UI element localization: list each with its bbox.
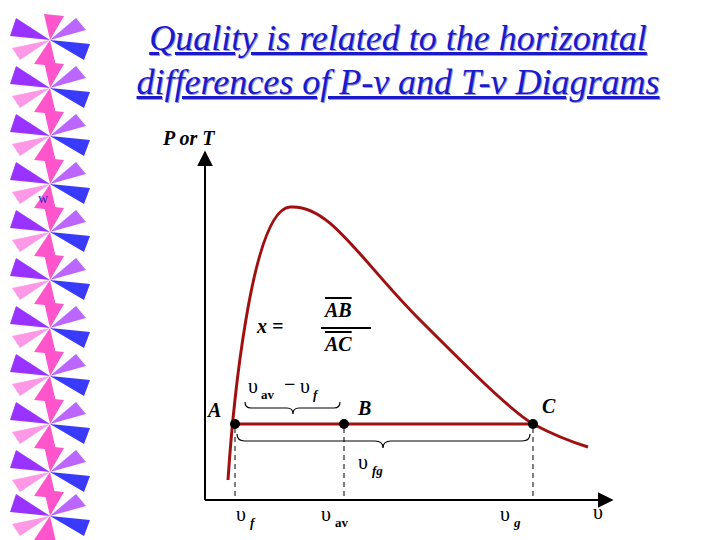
mixture-line <box>235 423 533 426</box>
axis-title: P or T <box>163 128 214 148</box>
drop-lines <box>235 428 533 500</box>
volume-symbol: υ <box>358 452 368 472</box>
axes <box>205 152 612 500</box>
fraction-denominator: AC <box>325 334 352 354</box>
quality-symbol: x = <box>257 316 283 336</box>
subscript: av <box>335 516 348 529</box>
volume-symbol: υ <box>248 376 258 396</box>
fraction-numerator: AB <box>325 300 352 320</box>
minus-sign: − <box>284 374 295 394</box>
fraction-bar <box>321 327 371 329</box>
subscript: fg <box>372 464 383 477</box>
subscript: f <box>250 516 254 529</box>
point-label: C <box>542 396 555 416</box>
saturation-dome <box>228 207 588 480</box>
volume-symbol: υ <box>500 504 510 524</box>
volume-symbol: υ <box>321 504 331 524</box>
axis-label: υ <box>593 502 603 522</box>
point-label: B <box>358 398 371 418</box>
point-label: A <box>208 400 221 420</box>
subscript: av <box>261 388 274 401</box>
state-dots <box>230 419 538 429</box>
volume-symbol: υ <box>236 504 246 524</box>
subscript: g <box>514 516 521 529</box>
pinwheel-column <box>10 14 90 540</box>
bullet: w <box>38 192 48 206</box>
upper-brace <box>245 402 340 414</box>
slide-title: Quality is related to the horizontal dif… <box>80 16 716 104</box>
volume-symbol: υ <box>300 376 310 396</box>
lower-brace <box>237 434 530 448</box>
subscript: f <box>313 388 317 401</box>
